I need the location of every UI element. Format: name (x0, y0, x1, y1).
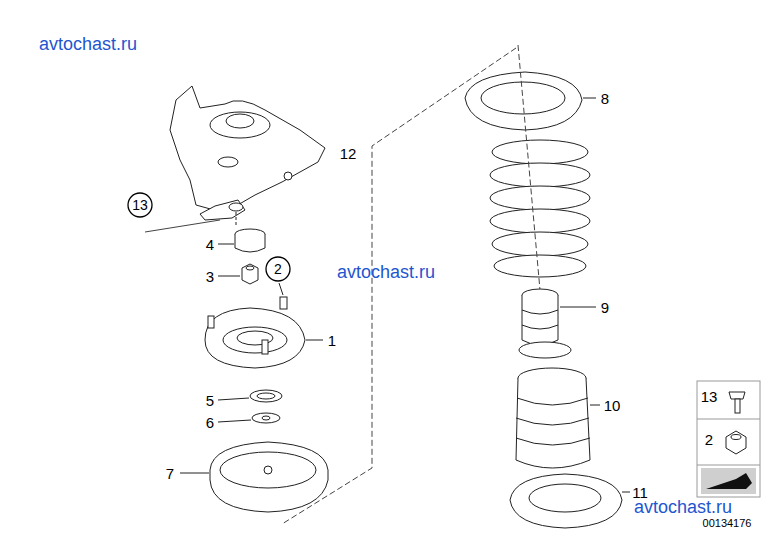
callout-number: 10 (604, 398, 621, 413)
callout-circle: 13 (127, 192, 153, 218)
watermark: avtochast.ru (632, 498, 734, 516)
callout-circle: 2 (265, 256, 291, 282)
callout-number: 9 (601, 300, 609, 315)
callout-number: 13 (127, 197, 153, 213)
callout-number: 5 (206, 393, 214, 408)
watermark: avtochast.ru (337, 263, 435, 281)
callout-number: 6 (206, 415, 214, 430)
watermark: avtochast.ru (39, 35, 137, 53)
callout-number: 2 (265, 261, 291, 277)
callout-number: 1 (328, 333, 336, 348)
callout-number: 8 (601, 91, 609, 106)
table-number: 13 (701, 389, 718, 404)
callout-number: 7 (166, 466, 174, 481)
circle-outline (128, 193, 152, 217)
drawing-number: 00134176 (703, 518, 752, 529)
callout-number: 4 (206, 237, 214, 252)
callout-number: 12 (340, 146, 357, 161)
callout-number: 3 (206, 269, 214, 284)
circle-outline (266, 257, 290, 281)
table-number: 2 (705, 432, 713, 447)
